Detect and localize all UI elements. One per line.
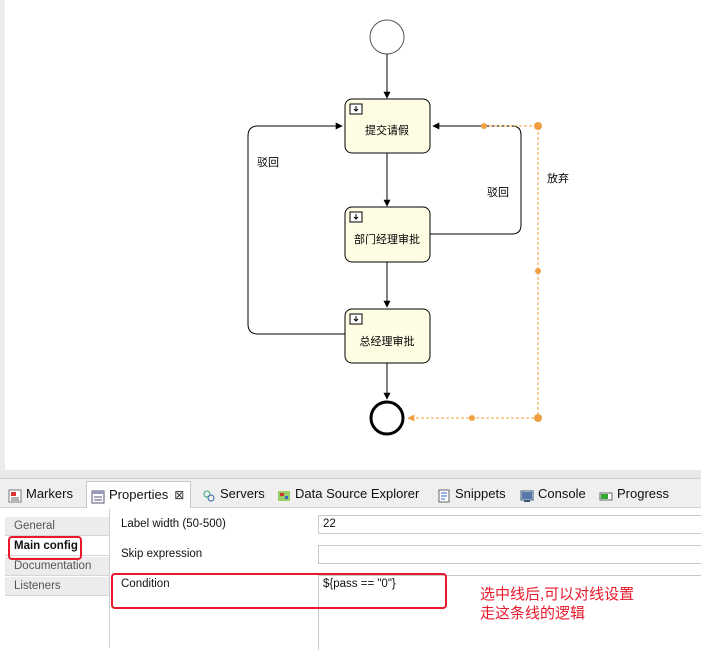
task-dept[interactable]: 部门经理审批 [344, 206, 431, 263]
skip-expression-field[interactable] [318, 545, 701, 564]
end-event[interactable] [369, 400, 405, 436]
flow-handle[interactable] [534, 414, 542, 422]
flow-label-abandon: 放弃 [547, 171, 569, 185]
process-diagram-canvas[interactable]: 提交请假 部门经理审批 总经理审批 驳回 驳回 放弃 [0, 0, 701, 470]
close-icon[interactable]: ⊠ [174, 488, 185, 502]
start-event[interactable] [369, 19, 405, 55]
tab-markers[interactable]: Markers [8, 482, 73, 506]
view-tab-bar: Markers Properties ⊠ Servers Data Source… [0, 479, 701, 508]
task-label: 总经理审批 [360, 334, 415, 348]
tab-console[interactable]: Console [520, 482, 586, 506]
task-gm[interactable]: 总经理审批 [344, 308, 431, 364]
properties-panel: Markers Properties ⊠ Servers Data Source… [0, 478, 701, 650]
nav-item-general[interactable]: General [5, 517, 109, 536]
markers-icon [8, 487, 22, 503]
flow-handle[interactable] [481, 123, 487, 129]
flow-label-reject-right: 驳回 [487, 186, 509, 199]
label-width-label: Label width (50-500) [121, 518, 226, 530]
annotation-note: 选中线后,可以对线设置 走这条线的逻辑 [480, 586, 635, 622]
flow-abandon-selected[interactable] [407, 125, 539, 422]
label-width-field[interactable]: 22 [318, 515, 701, 534]
tab-progress[interactable]: Progress [599, 482, 669, 506]
tab-snippets[interactable]: Snippets [437, 482, 506, 506]
skip-expression-label: Skip expression [121, 548, 203, 560]
panel-separator[interactable] [0, 470, 701, 478]
canvas-border [0, 0, 5, 470]
condition-field[interactable]: ${pass == "0"} [318, 575, 701, 650]
data-source-explorer-icon [277, 487, 291, 501]
flow-gm-reject-to-submit[interactable] [247, 122, 345, 335]
nav-item-documentation[interactable]: Documentation [5, 557, 109, 576]
condition-label: Condition [121, 578, 170, 590]
tab-servers[interactable]: Servers [202, 482, 265, 506]
nav-item-listeners[interactable]: Listeners [5, 577, 109, 596]
property-section-nav: General Main config Documentation Listen… [5, 515, 109, 648]
tab-properties[interactable]: Properties ⊠ [86, 481, 192, 508]
highlight-condition [111, 573, 447, 609]
task-label: 提交请假 [365, 123, 409, 137]
flow-handle[interactable] [534, 122, 542, 130]
task-label: 部门经理审批 [354, 232, 420, 246]
flow-label-reject-left: 驳回 [257, 156, 279, 169]
console-icon [520, 487, 534, 502]
flow-dept-reject-to-submit[interactable] [430, 122, 522, 235]
highlight-main-config [8, 536, 82, 560]
progress-icon [599, 487, 613, 501]
diagram-svg: 提交请假 部门经理审批 总经理审批 驳回 驳回 放弃 [247, 19, 569, 436]
snippets-icon [437, 487, 451, 503]
servers-icon [202, 487, 216, 502]
tab-data-source-explorer[interactable]: Data Source Explorer [277, 482, 419, 506]
flow-handle[interactable] [469, 415, 475, 421]
nav-divider [109, 509, 110, 648]
nav-item-main-config[interactable]: Main config [5, 537, 109, 556]
flow-handle[interactable] [535, 268, 541, 274]
task-submit[interactable]: 提交请假 [344, 98, 431, 154]
properties-icon [91, 488, 105, 504]
